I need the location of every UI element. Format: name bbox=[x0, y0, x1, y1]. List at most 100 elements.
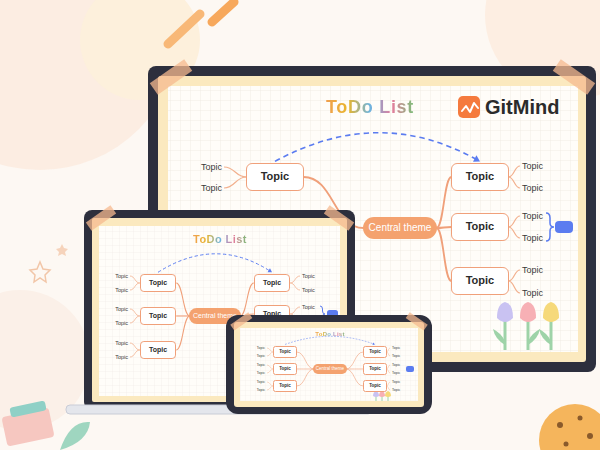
topic-text: Topic bbox=[279, 349, 291, 354]
topic-node: Topic bbox=[246, 163, 303, 190]
central-theme-node: Central theme bbox=[313, 364, 347, 374]
relation-arrow bbox=[285, 336, 375, 345]
branch-line bbox=[436, 177, 451, 228]
leaf-branch bbox=[387, 369, 390, 373]
topic-node: Topic bbox=[273, 380, 296, 391]
topic-text: Topic bbox=[369, 349, 381, 354]
leaf-branch bbox=[387, 382, 390, 386]
leaf-topic: Topic bbox=[392, 354, 400, 358]
leaf-branch bbox=[509, 227, 520, 238]
topic-text: Topic bbox=[263, 279, 281, 287]
leaf-topic: Topic bbox=[257, 346, 265, 350]
leaf-branch bbox=[290, 276, 300, 283]
branch-line bbox=[176, 316, 190, 350]
leaf-topic: Topic bbox=[522, 288, 543, 298]
leaf-branch bbox=[387, 352, 390, 356]
leaf-topic: Topic bbox=[392, 380, 400, 384]
leaf-topic: Topic bbox=[257, 388, 265, 392]
brand-name: GitMind bbox=[485, 96, 559, 119]
leaf-topic: Topic bbox=[522, 211, 543, 221]
leaf-topic: Topic bbox=[522, 183, 543, 193]
central-theme-text: Central theme bbox=[316, 366, 344, 371]
topic-text: Topic bbox=[466, 220, 495, 233]
leaf-branch bbox=[509, 177, 520, 188]
topic-node: Topic bbox=[363, 346, 386, 357]
leaf-topic: Topic bbox=[392, 371, 400, 375]
todo-title: ToDo List bbox=[326, 97, 414, 118]
central-theme-node: Central theme bbox=[363, 217, 438, 239]
topic-text: Topic bbox=[466, 170, 495, 183]
topic-text: Topic bbox=[261, 170, 290, 183]
leaf-branch bbox=[509, 281, 520, 293]
leaf-branch bbox=[290, 307, 300, 314]
arrow-head bbox=[473, 155, 480, 161]
leaf-topic: Topic bbox=[115, 340, 128, 346]
leaf-branch bbox=[224, 167, 246, 177]
topic-node: Topic bbox=[140, 341, 176, 358]
todo-title: ToDo List bbox=[315, 331, 344, 338]
leaf-branch bbox=[130, 350, 140, 357]
topic-text: Topic bbox=[369, 383, 381, 388]
branch-line bbox=[436, 228, 451, 281]
topic-node: Topic bbox=[140, 307, 176, 324]
topic-text: Topic bbox=[279, 383, 291, 388]
leaf-topic: Topic bbox=[201, 183, 222, 193]
leaf-topic: Topic bbox=[392, 388, 400, 392]
topic-node: Topic bbox=[451, 213, 508, 240]
topic-node: Topic bbox=[273, 363, 296, 374]
relation-arrow bbox=[158, 254, 272, 272]
leaf-topic: Topic bbox=[522, 161, 543, 171]
leaf-topic: Topic bbox=[115, 320, 128, 326]
topic-text: Topic bbox=[149, 312, 167, 320]
branch-line bbox=[346, 369, 363, 386]
branch-line bbox=[176, 283, 190, 316]
leaf-topic: Topic bbox=[392, 346, 400, 350]
leaf-topic: Topic bbox=[522, 265, 543, 275]
leaf-topic: Topic bbox=[257, 371, 265, 375]
leaf-topic: Topic bbox=[115, 306, 128, 312]
topic-text: Topic bbox=[279, 366, 291, 371]
topic-text: Topic bbox=[466, 274, 495, 287]
leaf-topic: Topic bbox=[522, 233, 543, 243]
relation-arrow bbox=[275, 133, 480, 162]
branch-line bbox=[436, 227, 451, 228]
leaf-branch bbox=[224, 177, 246, 188]
arrow-head bbox=[267, 268, 271, 272]
leaf-branch bbox=[509, 166, 520, 177]
topic-node: Topic bbox=[140, 274, 176, 291]
topic-node: Topic bbox=[254, 274, 290, 291]
topic-text: Topic bbox=[149, 346, 167, 354]
branch-line bbox=[240, 283, 254, 316]
branch-line bbox=[297, 369, 314, 386]
topic-node: Topic bbox=[363, 380, 386, 391]
topic-node: Topic bbox=[451, 267, 508, 294]
leaf-branch bbox=[290, 283, 300, 290]
arrow-head bbox=[372, 342, 375, 345]
leaf-topic: Topic bbox=[302, 273, 315, 279]
leaf-branch bbox=[387, 386, 390, 390]
topic-node: Topic bbox=[273, 346, 296, 357]
central-theme-text: Central theme bbox=[369, 222, 432, 234]
leaf-branch bbox=[509, 216, 520, 227]
branch-line bbox=[297, 352, 314, 369]
leaf-branch bbox=[387, 365, 390, 369]
leaf-branch bbox=[509, 270, 520, 281]
leaf-topic: Topic bbox=[302, 287, 315, 293]
branch-line bbox=[346, 352, 363, 369]
leaf-branch bbox=[130, 309, 140, 316]
leaf-topic: Topic bbox=[115, 273, 128, 279]
topic-text: Topic bbox=[149, 279, 167, 287]
leaf-branch bbox=[130, 276, 140, 283]
leaf-topic: Topic bbox=[201, 162, 222, 172]
leaf-branch bbox=[130, 316, 140, 323]
leaf-topic: Topic bbox=[302, 304, 315, 310]
branch-line bbox=[176, 315, 190, 316]
leaf-topic: Topic bbox=[257, 363, 265, 367]
leaf-branch bbox=[130, 283, 140, 290]
topic-text: Topic bbox=[369, 366, 381, 371]
leaf-topic: Topic bbox=[115, 287, 128, 293]
leaf-branch bbox=[387, 348, 390, 352]
leaf-topic: Topic bbox=[115, 354, 128, 360]
